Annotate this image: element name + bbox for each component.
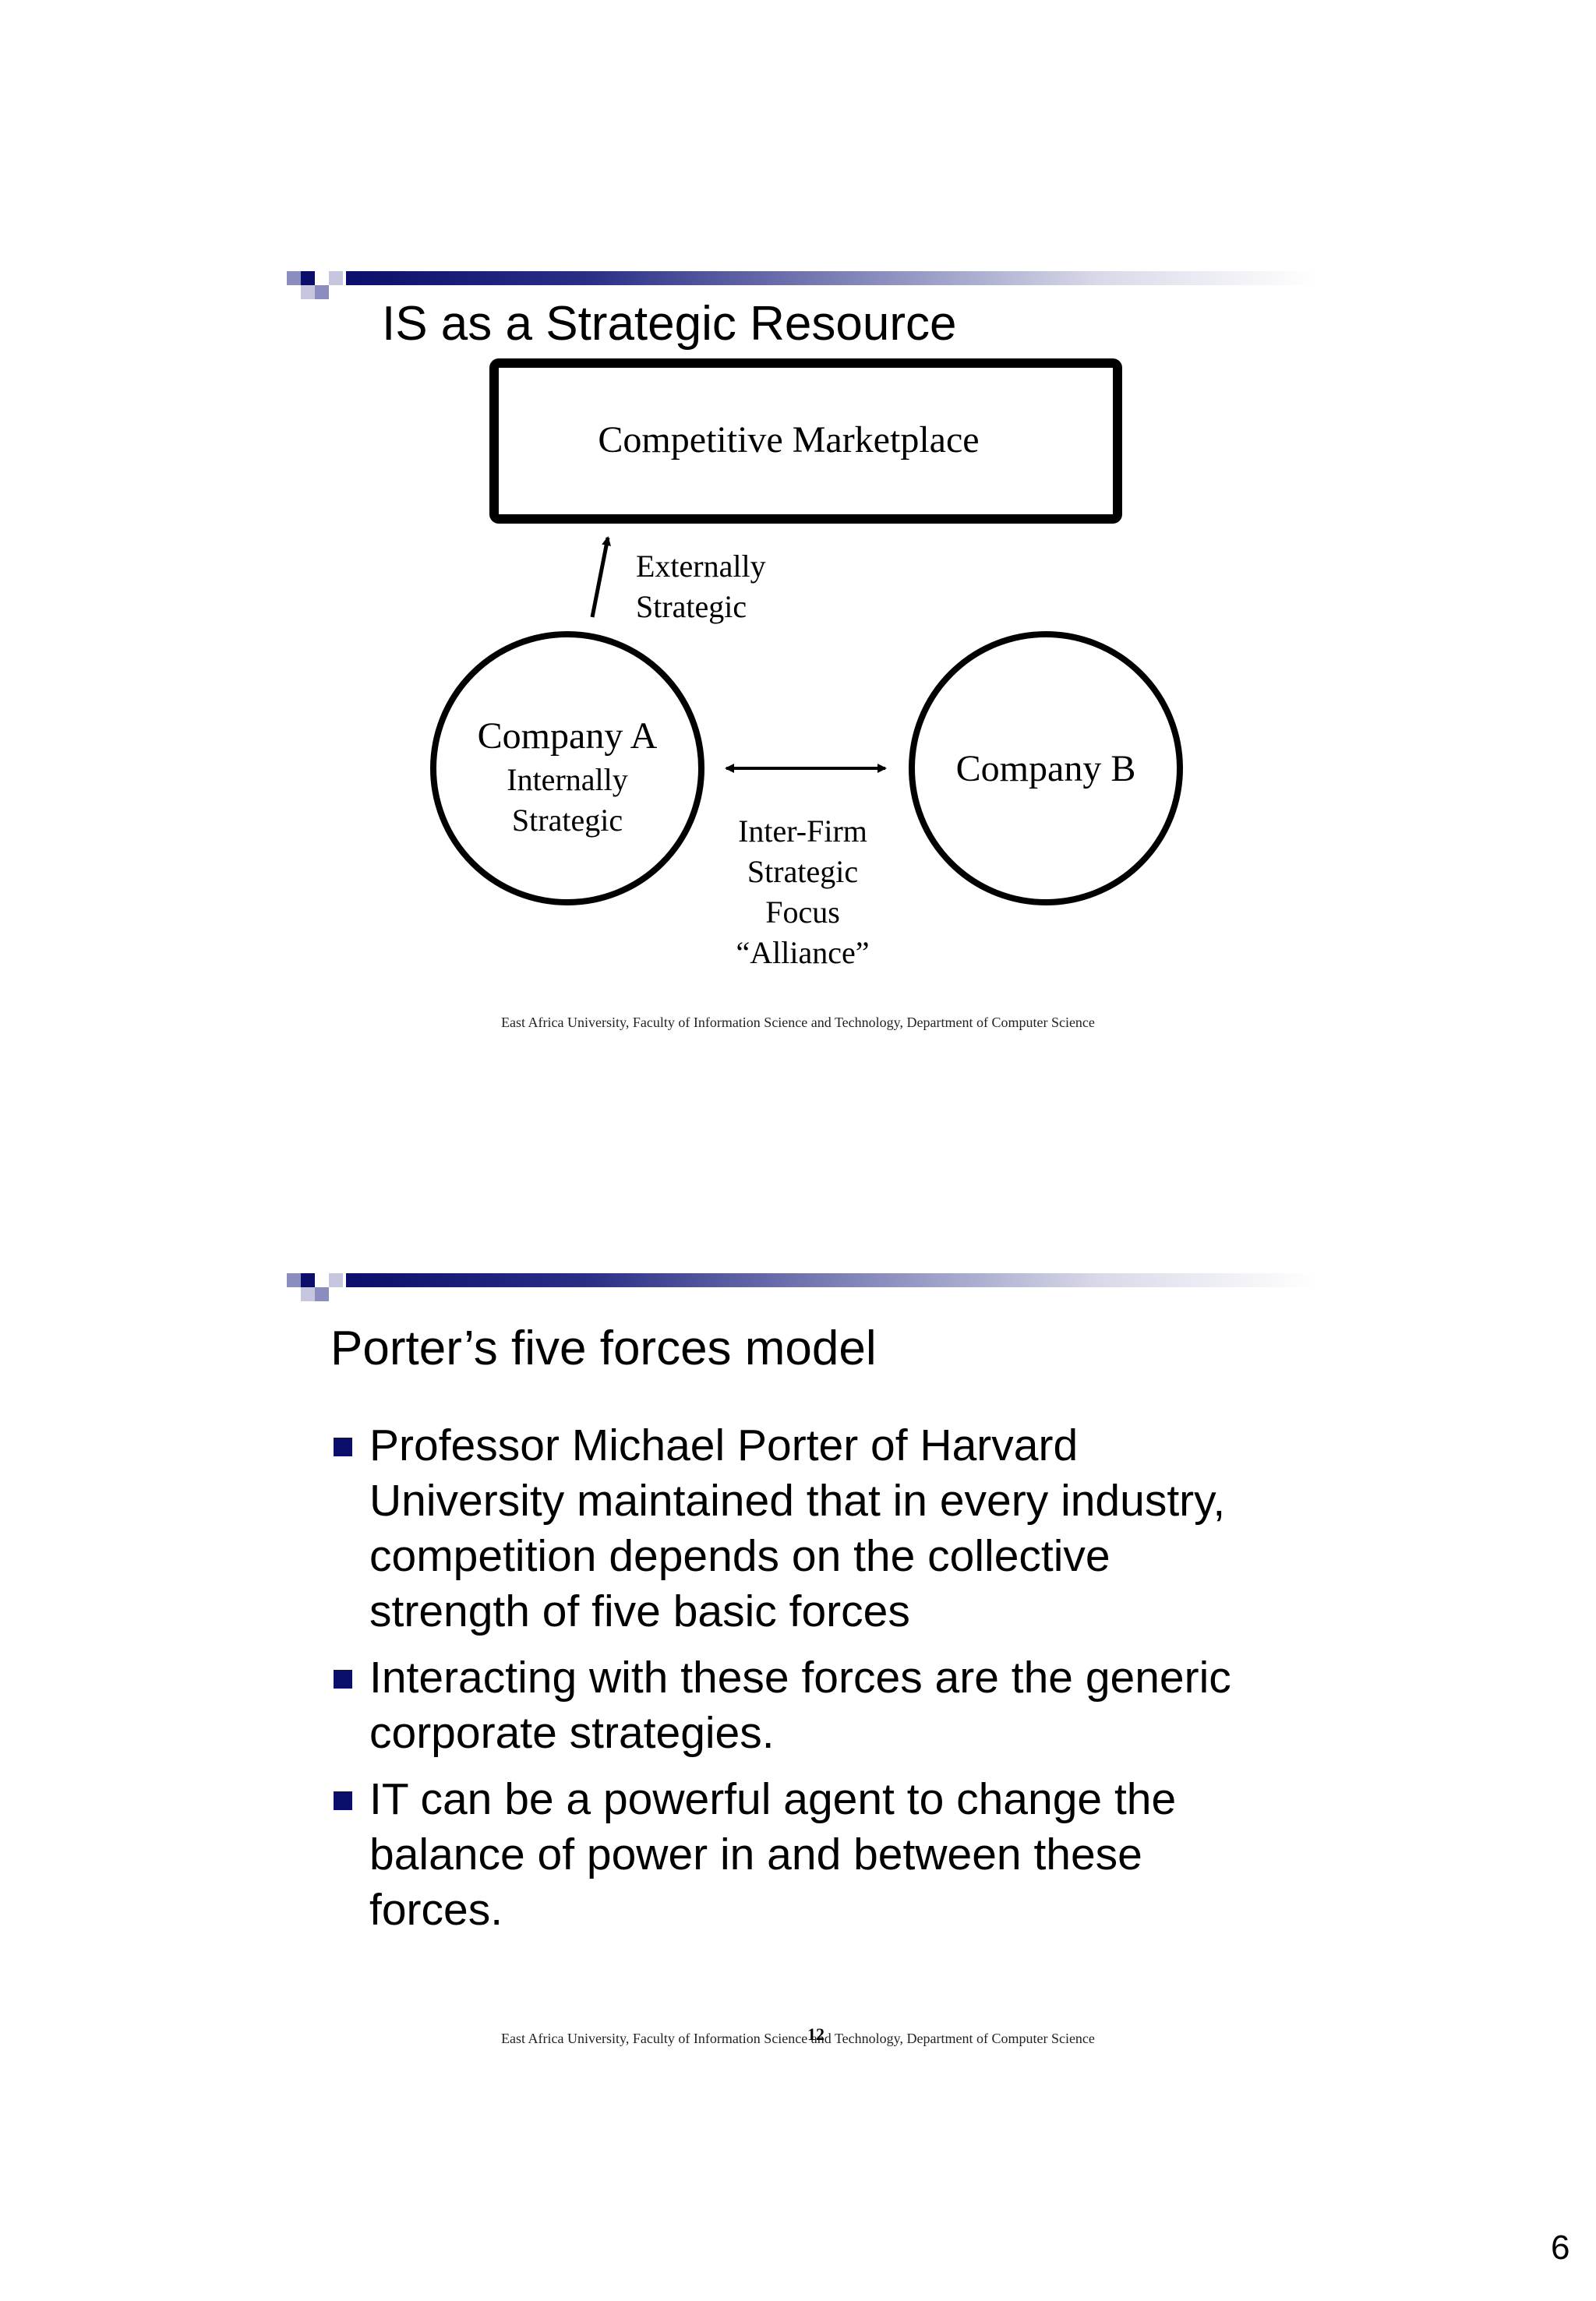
interfirm-line3: Focus: [765, 895, 840, 930]
header-bar-decoration: [287, 265, 1315, 304]
square-bullet-icon: [334, 1791, 352, 1810]
company-a-name: Company A: [478, 715, 658, 757]
company-a-line3: Strategic: [512, 803, 623, 838]
page-number: 6: [1551, 2229, 1570, 2267]
bullet-item: Professor Michael Porter of Harvard Univ…: [330, 1418, 1281, 1639]
external-label-line1: Externally: [636, 549, 766, 584]
strategic-resource-diagram: Competitive Marketplace Externally Strat…: [430, 358, 1183, 970]
header-square: [315, 1287, 329, 1301]
slide-number: 12: [807, 2024, 824, 2044]
header-square: [301, 1287, 315, 1301]
header-square: [287, 1273, 301, 1287]
marketplace-box: [489, 358, 1122, 524]
company-a-circle: [430, 631, 704, 905]
externally-strategic-arrow: [590, 536, 611, 618]
slide-title: IS as a Strategic Resource: [382, 297, 957, 351]
company-b-name: Company B: [956, 748, 1136, 789]
interfirm-line2: Strategic: [747, 854, 858, 889]
header-square: [329, 271, 343, 285]
bullet-item: IT can be a powerful agent to change the…: [330, 1772, 1281, 1938]
interfirm-line4: “Alliance”: [736, 935, 870, 970]
header-square: [329, 1273, 343, 1287]
bullet-list: Professor Michael Porter of Harvard Univ…: [330, 1418, 1281, 1949]
header-gradient-line: [346, 271, 1315, 285]
marketplace-label: Competitive Marketplace: [598, 419, 979, 461]
bullet-text: Interacting with these forces are the ge…: [369, 1653, 1231, 1758]
slide-footer: East Africa University, Faculty of Infor…: [501, 2031, 1095, 2046]
square-bullet-icon: [334, 1670, 352, 1689]
bullet-text: IT can be a powerful agent to change the…: [369, 1774, 1177, 1935]
interfirm-line1: Inter-Firm: [738, 813, 867, 849]
bullet-item: Interacting with these forces are the ge…: [330, 1650, 1281, 1761]
external-label-line2: Strategic: [636, 589, 747, 624]
header-square: [287, 271, 301, 285]
header-gradient-line: [346, 1273, 1315, 1287]
square-bullet-icon: [334, 1438, 352, 1456]
slide-porters-five-forces: Porter’s five forces model Professor Mic…: [0, 1091, 1596, 2221]
header-square: [301, 271, 315, 285]
company-a-line2: Internally: [507, 762, 628, 797]
header-square: [301, 1273, 315, 1287]
slide-is-strategic-resource: IS as a Strategic Resource Competitive M…: [0, 0, 1596, 1091]
bullet-text: Professor Michael Porter of Harvard Univ…: [369, 1420, 1226, 1636]
slide-footer: East Africa University, Faculty of Infor…: [501, 1015, 1095, 1030]
header-square: [315, 285, 329, 299]
header-bar-decoration: [287, 1267, 1315, 1306]
company-b-circle: [909, 631, 1183, 905]
header-square: [301, 285, 315, 299]
slide-title: Porter’s five forces model: [330, 1322, 877, 1375]
